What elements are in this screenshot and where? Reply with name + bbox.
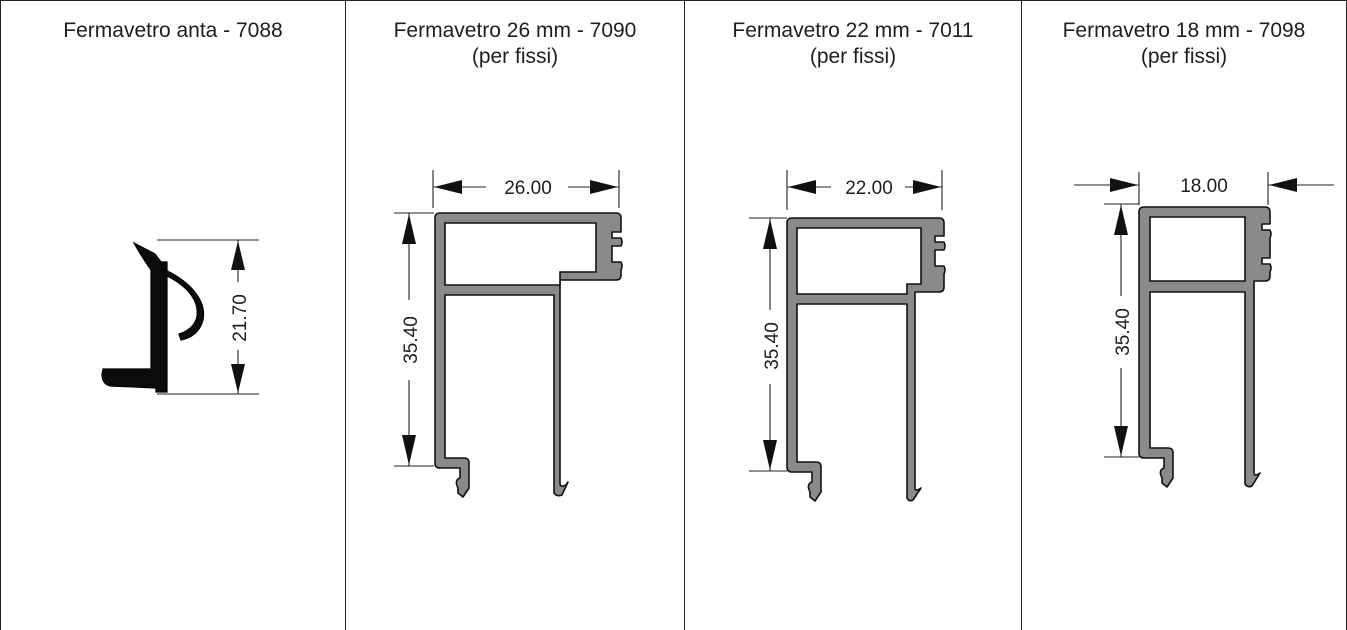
title-line2: (per fissi) [809,45,897,68]
profile-drawing-7098: 18.00 35.40 [1074,172,1334,488]
arrow-right [1110,178,1138,192]
divider-2 [684,0,685,630]
arrow-up [231,241,245,270]
panel-7098: Fermavetro 18 mm - 7098 (per fissi) 18.0… [1022,0,1346,630]
title-line1: Fermavetro 22 mm - 7011 [732,19,974,42]
glazing-bead-chamber [1149,216,1246,282]
arrow-up [402,214,416,244]
width-dim-label: 18.00 [1180,176,1228,197]
arrow-up [763,219,777,249]
title-line1: Fermavetro anta - 7088 [63,19,283,42]
panel-title: Fermavetro 22 mm - 7011 (per fissi) [685,18,1021,70]
panel-title: Fermavetro 26 mm - 7090 (per fissi) [346,18,684,70]
arrow-left [1269,178,1297,192]
profile-drawing-7011: 22.00 35.40 [749,170,946,502]
gasket-lip [159,266,205,341]
panel-title: Fermavetro anta - 7088 [1,18,345,44]
width-dim-label: 26.00 [504,178,552,199]
title-line2: (per fissi) [1140,45,1228,68]
panel-7090: Fermavetro 26 mm - 7090 (per fissi) 26.0… [346,0,684,630]
divider-1 [345,0,346,630]
border-top [0,0,1347,1]
arrow-right [590,180,618,194]
panel-7011: Fermavetro 22 mm - 7011 (per fissi) 22.0… [685,0,1021,630]
title-line1: Fermavetro 18 mm - 7098 [1062,19,1306,42]
arrow-left [434,180,462,194]
profile-drawing-7088: 21.70 [101,239,259,395]
profile-drawing-7090: 26.00 35.40 [394,170,623,498]
arrow-down [763,440,777,470]
arrow-down [1114,426,1128,456]
panel-title: Fermavetro 18 mm - 7098 (per fissi) [1022,18,1346,70]
glazing-bead-chamber [796,227,922,295]
arrow-right [913,180,941,194]
width-dim-label: 22.00 [845,178,893,199]
panel-7088: Fermavetro anta - 7088 21.70 [1,0,345,630]
height-dim-label: 35.40 [401,316,422,364]
gasket-profile [101,241,168,393]
title-line1: Fermavetro 26 mm - 7090 [393,19,637,42]
height-dim-label: 35.40 [762,322,783,370]
height-dim-label: 35.40 [1113,308,1134,356]
height-dim-label: 21.70 [230,294,251,342]
glazing-bead-chamber [444,222,597,286]
arrow-down [402,435,416,465]
divider-3 [1021,0,1022,630]
arrow-left [788,180,816,194]
border-left [0,0,1,630]
title-line2: (per fissi) [471,45,559,68]
arrow-down [231,364,245,393]
arrow-up [1114,205,1128,235]
